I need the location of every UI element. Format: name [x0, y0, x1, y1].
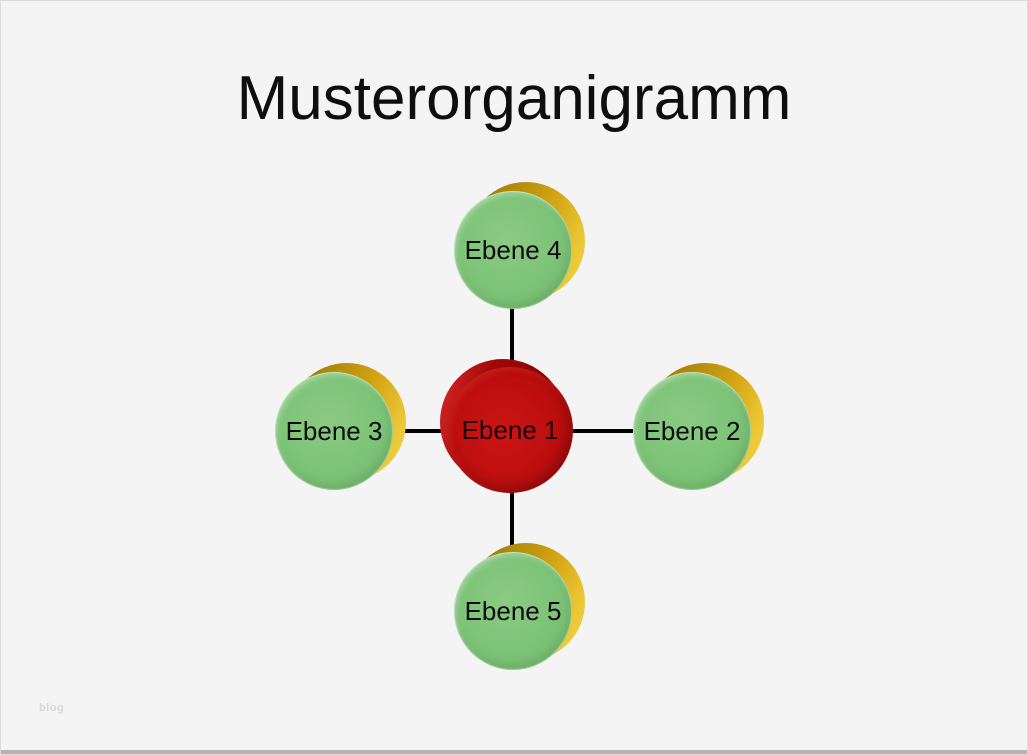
node-ebene-5[interactable]: Ebene 5 [454, 543, 585, 670]
node-ebene-3[interactable]: Ebene 3 [275, 363, 406, 490]
node-ebene-1[interactable]: Ebene 1 [440, 359, 573, 493]
node-face: Ebene 5 [454, 552, 572, 670]
bottom-border-bar [1, 750, 1027, 754]
page-title: Musterorganigramm [236, 64, 792, 133]
node-label: Ebene 3 [285, 415, 383, 446]
node-label: Ebene 1 [461, 414, 559, 445]
node-label: Ebene 5 [464, 595, 562, 626]
blog-watermark: blog [39, 702, 65, 714]
node-face: Ebene 4 [454, 191, 572, 309]
node-label: Ebene 2 [643, 415, 741, 446]
node-face: Ebene 1 [447, 367, 573, 493]
node-face: Ebene 2 [633, 372, 751, 490]
node-ebene-2[interactable]: Ebene 2 [633, 363, 764, 490]
node-label: Ebene 4 [464, 234, 562, 265]
node-ebene-4[interactable]: Ebene 4 [454, 182, 585, 309]
node-face: Ebene 3 [275, 372, 393, 490]
